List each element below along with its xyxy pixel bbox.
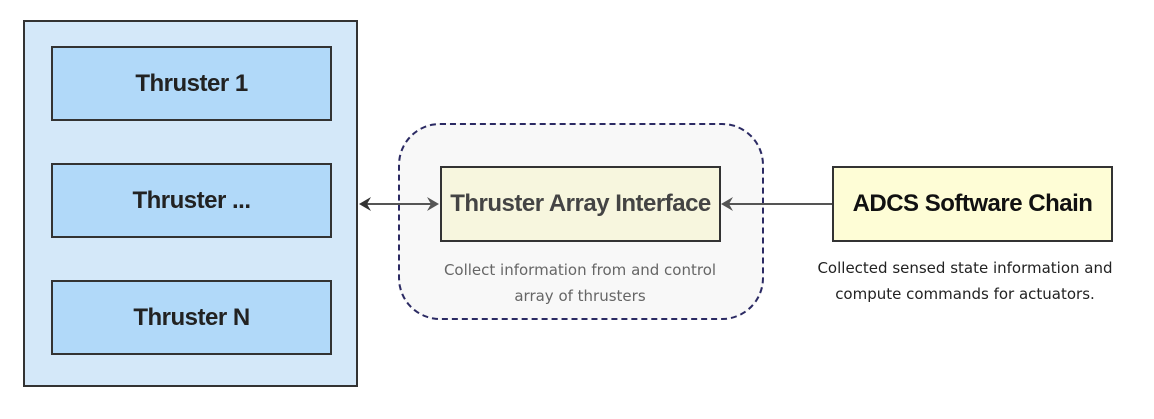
adcs-caption-line1: Collected sensed state information and [817,259,1113,277]
bidirectional-arrow [359,197,439,211]
adcs-to-interface-arrow [721,197,832,211]
thruster-n-box: Thruster N [51,280,332,355]
interface-caption: Collect information from and control arr… [420,257,740,309]
adcs-caption: Collected sensed state information and c… [795,255,1135,307]
adcs-software-chain-box: ADCS Software Chain [832,166,1113,242]
thruster-middle-box: Thruster ... [51,163,332,238]
thruster-1-box: Thruster 1 [51,46,332,121]
adcs-caption-line2: compute commands for actuators. [835,285,1095,303]
interface-caption-line1: Collect information from and control [443,261,717,279]
thruster-array-interface-box: Thruster Array Interface [440,166,721,242]
interface-caption-line2: array of thrusters [514,287,646,305]
